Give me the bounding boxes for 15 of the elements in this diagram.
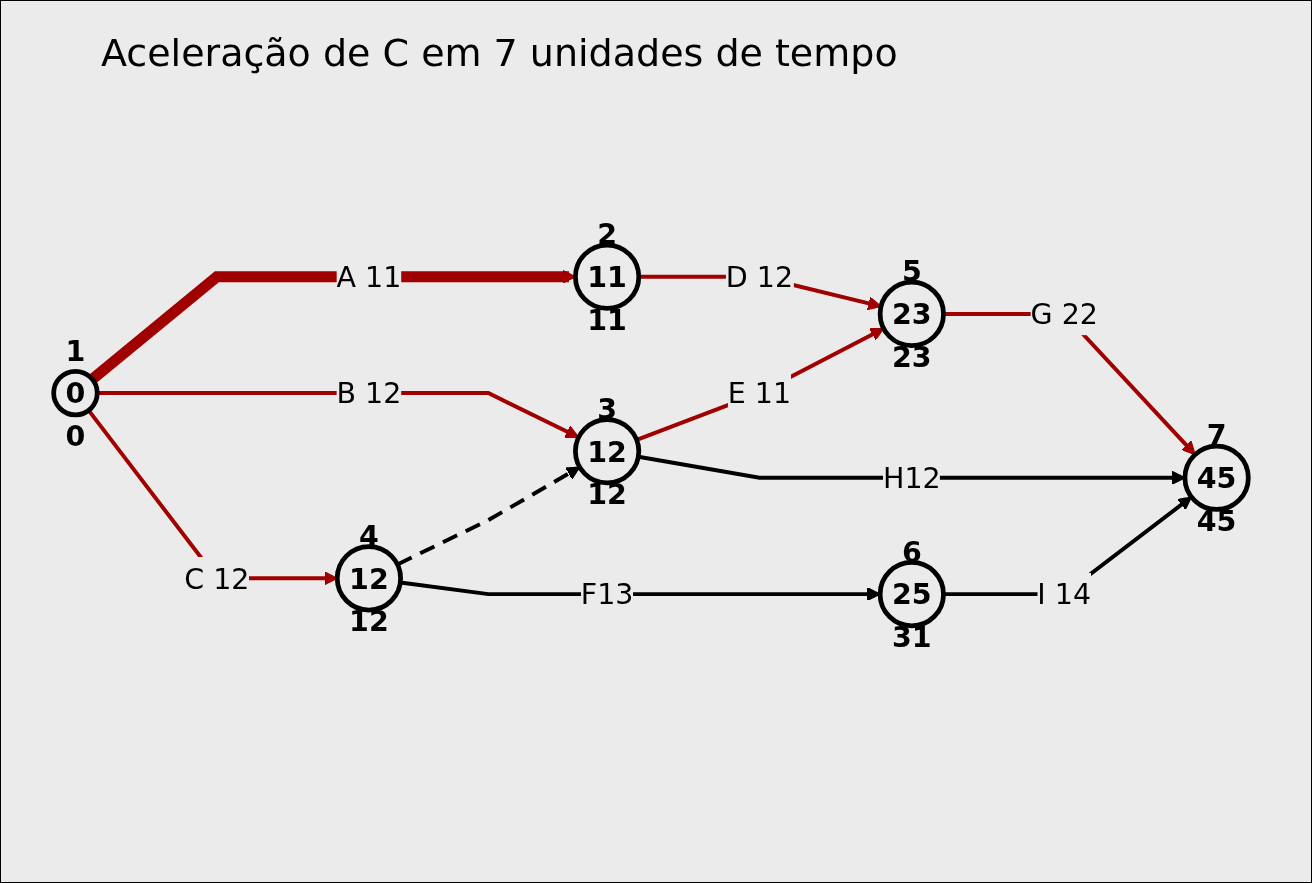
edge-label: F13 [580,577,634,611]
edge-label: B 12 [336,376,402,410]
arrow [636,327,885,442]
title: Aceleração de C em 7 unidades de tempo [101,31,899,75]
node-label: 0 [65,418,86,452]
edge-label: D 12 [725,259,794,293]
edge-label: G 22 [1030,296,1098,331]
edge-label: C 12 [184,561,250,595]
edge-label: H12 [882,460,941,494]
edge-label: I 14 [1037,577,1092,611]
arrow [396,466,581,566]
node-circle: 0 [51,368,100,417]
edge-label: E 11 [727,376,792,410]
node-label: 1 [65,333,86,367]
edge-label: A 11 [336,259,402,293]
